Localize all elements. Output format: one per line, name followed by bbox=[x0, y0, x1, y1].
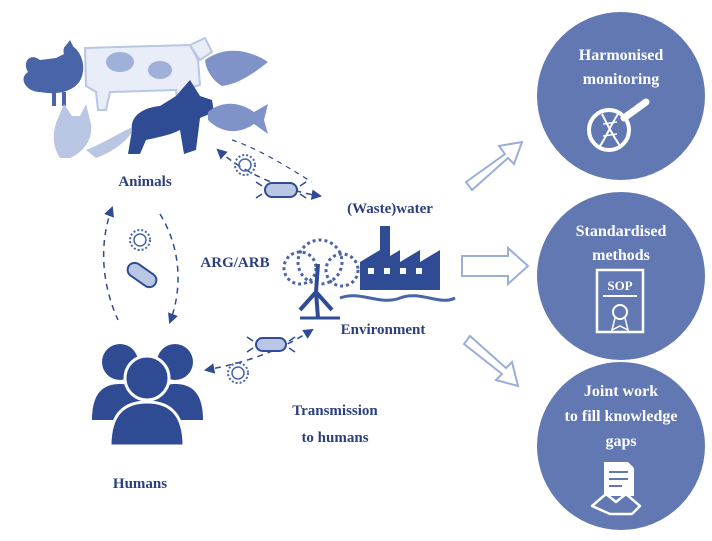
action-label-line: monitoring bbox=[583, 71, 659, 88]
sop-badge-text: SOP bbox=[607, 278, 632, 293]
action-label-line: to fill knowledge bbox=[565, 408, 678, 425]
arrow-to-joint-work bbox=[462, 334, 520, 388]
fish-icon bbox=[208, 103, 268, 134]
environment-humans-arrow bbox=[203, 328, 314, 374]
action-circle-monitoring: Harmonised monitoring bbox=[537, 12, 705, 180]
bird-icon bbox=[205, 50, 268, 86]
plasmid-icon bbox=[129, 229, 151, 251]
action-label-line: Joint work bbox=[584, 383, 658, 400]
action-label-line: Harmonised bbox=[579, 47, 664, 64]
plasmid-icon bbox=[227, 362, 249, 384]
arrow-to-monitoring bbox=[464, 140, 524, 192]
animals-humans-arrow-right bbox=[159, 213, 179, 324]
dog-icon bbox=[128, 80, 214, 154]
bacterium-icon bbox=[255, 181, 307, 199]
tree-icon bbox=[282, 238, 360, 320]
animals-environment-arrow bbox=[216, 148, 323, 200]
animals-label: Animals bbox=[118, 174, 172, 190]
plasmid-icon bbox=[234, 154, 256, 176]
factory-icon bbox=[339, 226, 456, 302]
action-label-line: gaps bbox=[605, 433, 636, 450]
transmission-label-line2: to humans bbox=[301, 430, 368, 446]
animals-environment-arrow-inner bbox=[231, 139, 313, 183]
transmission-label-line1: Transmission bbox=[292, 403, 378, 419]
wastewater-label: (Waste)water bbox=[347, 201, 433, 217]
sop-certificate-icon: SOP bbox=[595, 268, 645, 334]
arg-arb-label: ARG/ARB bbox=[200, 255, 269, 271]
animals-humans-arrow-left bbox=[102, 206, 119, 321]
action-label-line: Standardised bbox=[576, 223, 667, 240]
humans-illustration bbox=[92, 344, 203, 448]
action-circle-joint-work: Joint work to fill knowledge gaps bbox=[537, 362, 705, 530]
humans-label: Humans bbox=[113, 476, 167, 492]
cow-icon bbox=[83, 36, 214, 111]
animals-illustration bbox=[23, 36, 268, 158]
action-circle-methods: Standardised methods SOP bbox=[537, 192, 705, 360]
dna-magnifier-icon bbox=[587, 98, 650, 152]
action-label-line: methods bbox=[592, 247, 650, 264]
bacterium-icon bbox=[246, 336, 296, 353]
cat-icon bbox=[53, 104, 135, 158]
arrow-to-methods bbox=[461, 245, 530, 287]
bacterium-icon bbox=[126, 261, 158, 289]
handshake-document-icon bbox=[590, 462, 642, 516]
environment-label: Environment bbox=[341, 322, 426, 338]
rooster-icon bbox=[23, 40, 84, 106]
